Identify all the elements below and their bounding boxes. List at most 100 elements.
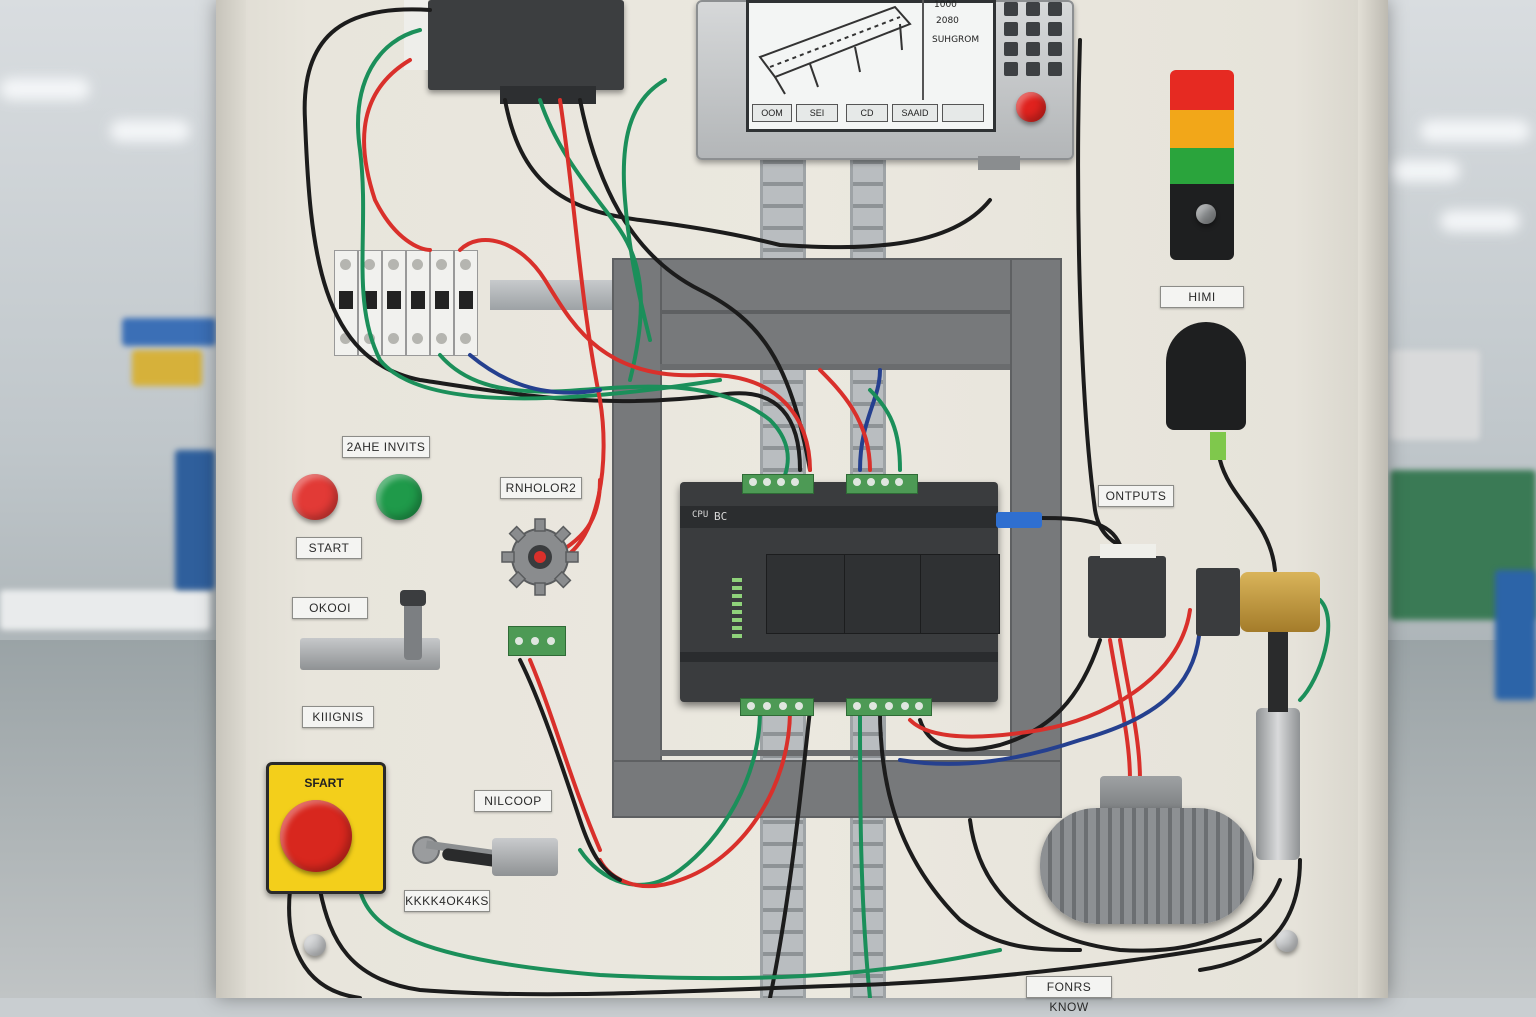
plc-output-terminal[interactable] bbox=[846, 698, 932, 716]
plc-led bbox=[732, 618, 742, 622]
circuit-breaker[interactable] bbox=[334, 250, 358, 356]
relay bbox=[1196, 568, 1240, 636]
plc-bottom-strip bbox=[680, 652, 998, 662]
inputs-label: 2AHE INVITS bbox=[342, 436, 430, 458]
ceiling-light bbox=[1440, 210, 1520, 232]
ceiling-light bbox=[0, 78, 90, 100]
beacon-label: HIMI bbox=[1160, 286, 1244, 308]
panel-edge bbox=[1358, 0, 1388, 998]
start-button-green[interactable] bbox=[376, 474, 422, 520]
emergency-stop-label: KKKK4OK4KS bbox=[404, 890, 490, 912]
start-button-red[interactable] bbox=[292, 474, 338, 520]
hmi-key[interactable] bbox=[1026, 22, 1040, 36]
background-machine bbox=[175, 450, 215, 590]
plc-input-terminal[interactable] bbox=[742, 474, 814, 494]
key-switch-icon[interactable] bbox=[1196, 204, 1216, 224]
background-sign bbox=[132, 350, 202, 386]
plc-led bbox=[732, 594, 742, 598]
hmi-readout-3: SUHGROM bbox=[932, 35, 980, 45]
panel-screw bbox=[304, 934, 326, 956]
hmi-tab[interactable]: CD bbox=[846, 104, 888, 122]
circuit-breaker[interactable] bbox=[430, 250, 454, 356]
plc-io-module bbox=[766, 554, 846, 634]
hmi-key[interactable] bbox=[1004, 62, 1018, 76]
hmi-cable-gland bbox=[978, 156, 1020, 170]
plc-brand: BC bbox=[714, 510, 728, 523]
motor-icon bbox=[1040, 808, 1254, 924]
outputs-label: ONTPUTS bbox=[1098, 485, 1174, 507]
toggle-switch-knob[interactable] bbox=[400, 590, 426, 606]
background-bin bbox=[1495, 570, 1536, 700]
signal-tower-icon bbox=[1170, 70, 1234, 110]
plc-led bbox=[732, 578, 742, 582]
hmi-key[interactable] bbox=[1048, 42, 1062, 56]
hmi-key[interactable] bbox=[1004, 2, 1018, 16]
toggle-switch-lever[interactable] bbox=[404, 594, 422, 660]
hmi-key[interactable] bbox=[1004, 22, 1018, 36]
hmi-tab[interactable]: OOM bbox=[752, 104, 792, 122]
contactor bbox=[1088, 556, 1166, 638]
hmi-key[interactable] bbox=[1048, 22, 1062, 36]
duct-slot bbox=[660, 750, 1010, 756]
plc-led bbox=[732, 634, 742, 638]
panel-screw bbox=[1276, 930, 1298, 952]
background-machine bbox=[1390, 350, 1480, 440]
ceiling-light bbox=[1390, 160, 1460, 182]
circuit-breaker[interactable] bbox=[406, 250, 430, 356]
hmi-readout-panel bbox=[922, 0, 992, 100]
hmi-tab[interactable]: SAAID bbox=[892, 104, 938, 122]
plc-input-terminal[interactable] bbox=[846, 474, 918, 494]
plc-model: CPU bbox=[692, 510, 709, 520]
circuit-breaker[interactable] bbox=[454, 250, 478, 356]
pneumatic-cylinder bbox=[1256, 708, 1300, 860]
cable-duct-inner bbox=[660, 312, 1014, 368]
hmi-key[interactable] bbox=[1026, 2, 1040, 16]
cable-duct-bottom bbox=[612, 760, 1062, 818]
gear-icon bbox=[501, 518, 579, 596]
hmi-tab[interactable] bbox=[942, 104, 984, 122]
plc-led bbox=[732, 626, 742, 630]
hmi-key[interactable] bbox=[1048, 62, 1062, 76]
hmi-key[interactable] bbox=[1048, 2, 1062, 16]
plc-top-strip bbox=[680, 506, 998, 528]
cylinder-rod bbox=[1268, 632, 1288, 712]
proximity-label: RNHOLOR2 bbox=[500, 477, 582, 499]
duct-slot bbox=[660, 364, 1010, 370]
terminal-block[interactable] bbox=[508, 626, 566, 656]
signal-tower-amber bbox=[1170, 110, 1234, 148]
background-table bbox=[0, 590, 210, 630]
circuit-breaker[interactable] bbox=[382, 250, 406, 356]
emergency-stop-text: SFART bbox=[304, 776, 344, 790]
hmi-stop-button[interactable] bbox=[1016, 92, 1046, 122]
emergency-stop-icon[interactable] bbox=[280, 800, 352, 872]
plc-led bbox=[732, 610, 742, 614]
hmi-key[interactable] bbox=[1004, 42, 1018, 56]
hmi-key[interactable] bbox=[1026, 62, 1040, 76]
cable-duct-top bbox=[612, 258, 1062, 312]
hmi-key[interactable] bbox=[1026, 42, 1040, 56]
background-shelf bbox=[122, 318, 216, 346]
buzzer-gland bbox=[1210, 432, 1226, 460]
panel-edge bbox=[216, 0, 246, 998]
junction-gland bbox=[500, 86, 596, 104]
plc-led bbox=[732, 586, 742, 590]
limit-switch[interactable] bbox=[412, 832, 562, 880]
plc-unit: BC CPU bbox=[680, 482, 1000, 702]
plc-led bbox=[732, 602, 742, 606]
plc-io-module bbox=[920, 554, 1000, 634]
hmi-tab[interactable]: SEI bbox=[796, 104, 838, 122]
start-label: START bbox=[296, 537, 362, 559]
keys-label: KIIIGNIS bbox=[302, 706, 374, 728]
conveyor-diagram-icon bbox=[758, 5, 912, 95]
switch-label: OKOOI bbox=[292, 597, 368, 619]
limit-switch-label: NILCOOP bbox=[474, 790, 552, 812]
junction-box bbox=[428, 0, 624, 90]
contactor-terminals bbox=[1100, 544, 1156, 558]
buzzer-icon bbox=[1166, 322, 1246, 430]
cable-duct-right bbox=[1010, 258, 1062, 818]
hmi-readout-2: 2080 bbox=[936, 16, 959, 26]
plc-output-terminal[interactable] bbox=[740, 698, 814, 716]
ceiling-light bbox=[110, 120, 190, 142]
ethernet-connector[interactable] bbox=[996, 512, 1042, 528]
